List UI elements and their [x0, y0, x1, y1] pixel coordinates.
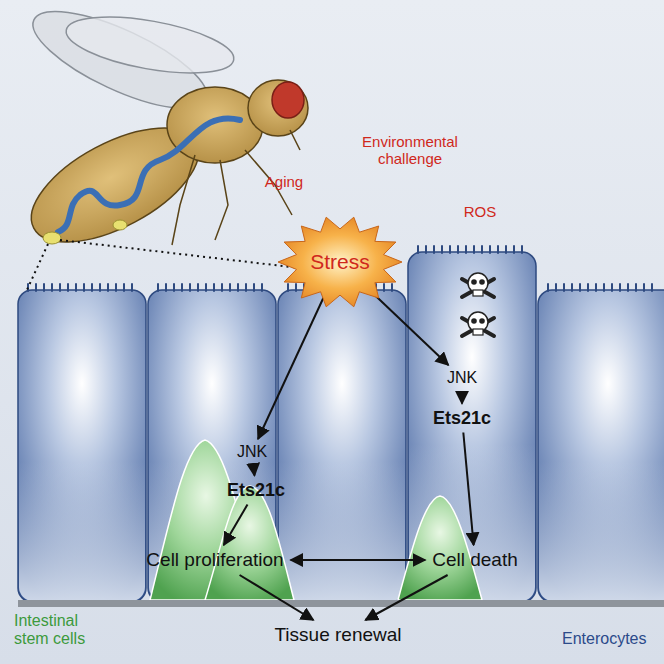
microvillus [433, 246, 435, 253]
stress-label: Environmental challenge [354, 133, 466, 168]
microvillus [205, 284, 207, 291]
microvillus [595, 284, 597, 291]
microvillus [261, 284, 263, 291]
microvillus [563, 284, 565, 291]
node-text: JNK [237, 443, 267, 460]
microvillus [287, 284, 289, 291]
microvillus [123, 284, 125, 291]
arrow [258, 295, 325, 439]
microvillus [587, 284, 589, 291]
node-text: Ets21c [227, 480, 285, 500]
microvillus [99, 284, 101, 291]
outcome-label: Tissue renewal [270, 623, 405, 647]
microvillus [83, 284, 85, 291]
arrow [463, 433, 473, 546]
microvillus [59, 284, 61, 291]
microvillus [635, 284, 637, 291]
microvillus [457, 246, 459, 253]
microvillus [173, 284, 175, 291]
microvillus [213, 284, 215, 291]
signal-label: JNK [443, 368, 481, 388]
outcome-label: Cell death [428, 548, 522, 572]
microvillus [449, 246, 451, 253]
microvillus [497, 246, 499, 253]
microvillus [197, 284, 199, 291]
microvillus [43, 284, 45, 291]
signal-label: Ets21c [429, 407, 495, 430]
microvillus [489, 246, 491, 253]
skull-icon [462, 273, 494, 297]
signal-label: JNK [233, 442, 271, 462]
arrow [253, 465, 254, 476]
microvillus [181, 284, 183, 291]
microvillus [383, 284, 385, 291]
cell-type-label: Enterocytes [562, 630, 646, 648]
skull-icon [462, 312, 494, 336]
microvillus [513, 246, 515, 253]
microvillus [67, 284, 69, 291]
arrow [240, 575, 314, 620]
microvillus [229, 284, 231, 291]
outcome-label: Cell proliferation [142, 548, 287, 572]
stress-label: Aging [265, 173, 303, 190]
microvillus [131, 284, 133, 291]
microvillus [441, 246, 443, 253]
microvillus [417, 246, 419, 253]
microvillus [627, 284, 629, 291]
microvillus [425, 246, 427, 253]
arrow [461, 391, 463, 404]
node-text: JNK [447, 369, 477, 386]
microvillus [521, 246, 523, 253]
microvillus [237, 284, 239, 291]
microvillus [391, 284, 393, 291]
microvillus [75, 284, 77, 291]
microvillus [651, 284, 653, 291]
node-text: Cell death [432, 549, 518, 570]
node-text: Tissue renewal [274, 624, 401, 645]
microvillus [555, 284, 557, 291]
microvillus [619, 284, 621, 291]
arrow [224, 505, 248, 546]
node-text: Cell proliferation [146, 549, 283, 570]
microvillus [579, 284, 581, 291]
stress-star: Stress [276, 214, 404, 310]
arrow [374, 295, 448, 365]
stress-label: ROS [464, 203, 497, 220]
arrow [365, 575, 447, 620]
microvillus [465, 246, 467, 253]
microvillus [91, 284, 93, 291]
microvillus [295, 284, 297, 291]
microvillus [473, 246, 475, 253]
microvillus [157, 284, 159, 291]
microvillus [547, 284, 549, 291]
cell-type-label: Intestinal stem cells [14, 612, 106, 649]
microvillus [245, 284, 247, 291]
microvillus [253, 284, 255, 291]
microvillus [481, 246, 483, 253]
microvillus [165, 284, 167, 291]
microvillus [115, 284, 117, 291]
microvillus [643, 284, 645, 291]
microvillus [611, 284, 613, 291]
microvillus [189, 284, 191, 291]
signal-label: Ets21c [223, 479, 289, 502]
microvillus [221, 284, 223, 291]
microvillus [51, 284, 53, 291]
microvillus [571, 284, 573, 291]
node-text: Ets21c [433, 408, 491, 428]
microvillus [505, 246, 507, 253]
node-text: Stress [310, 250, 370, 274]
microvillus [603, 284, 605, 291]
arrow [291, 559, 426, 561]
microvillus [35, 284, 37, 291]
microvillus [107, 284, 109, 291]
